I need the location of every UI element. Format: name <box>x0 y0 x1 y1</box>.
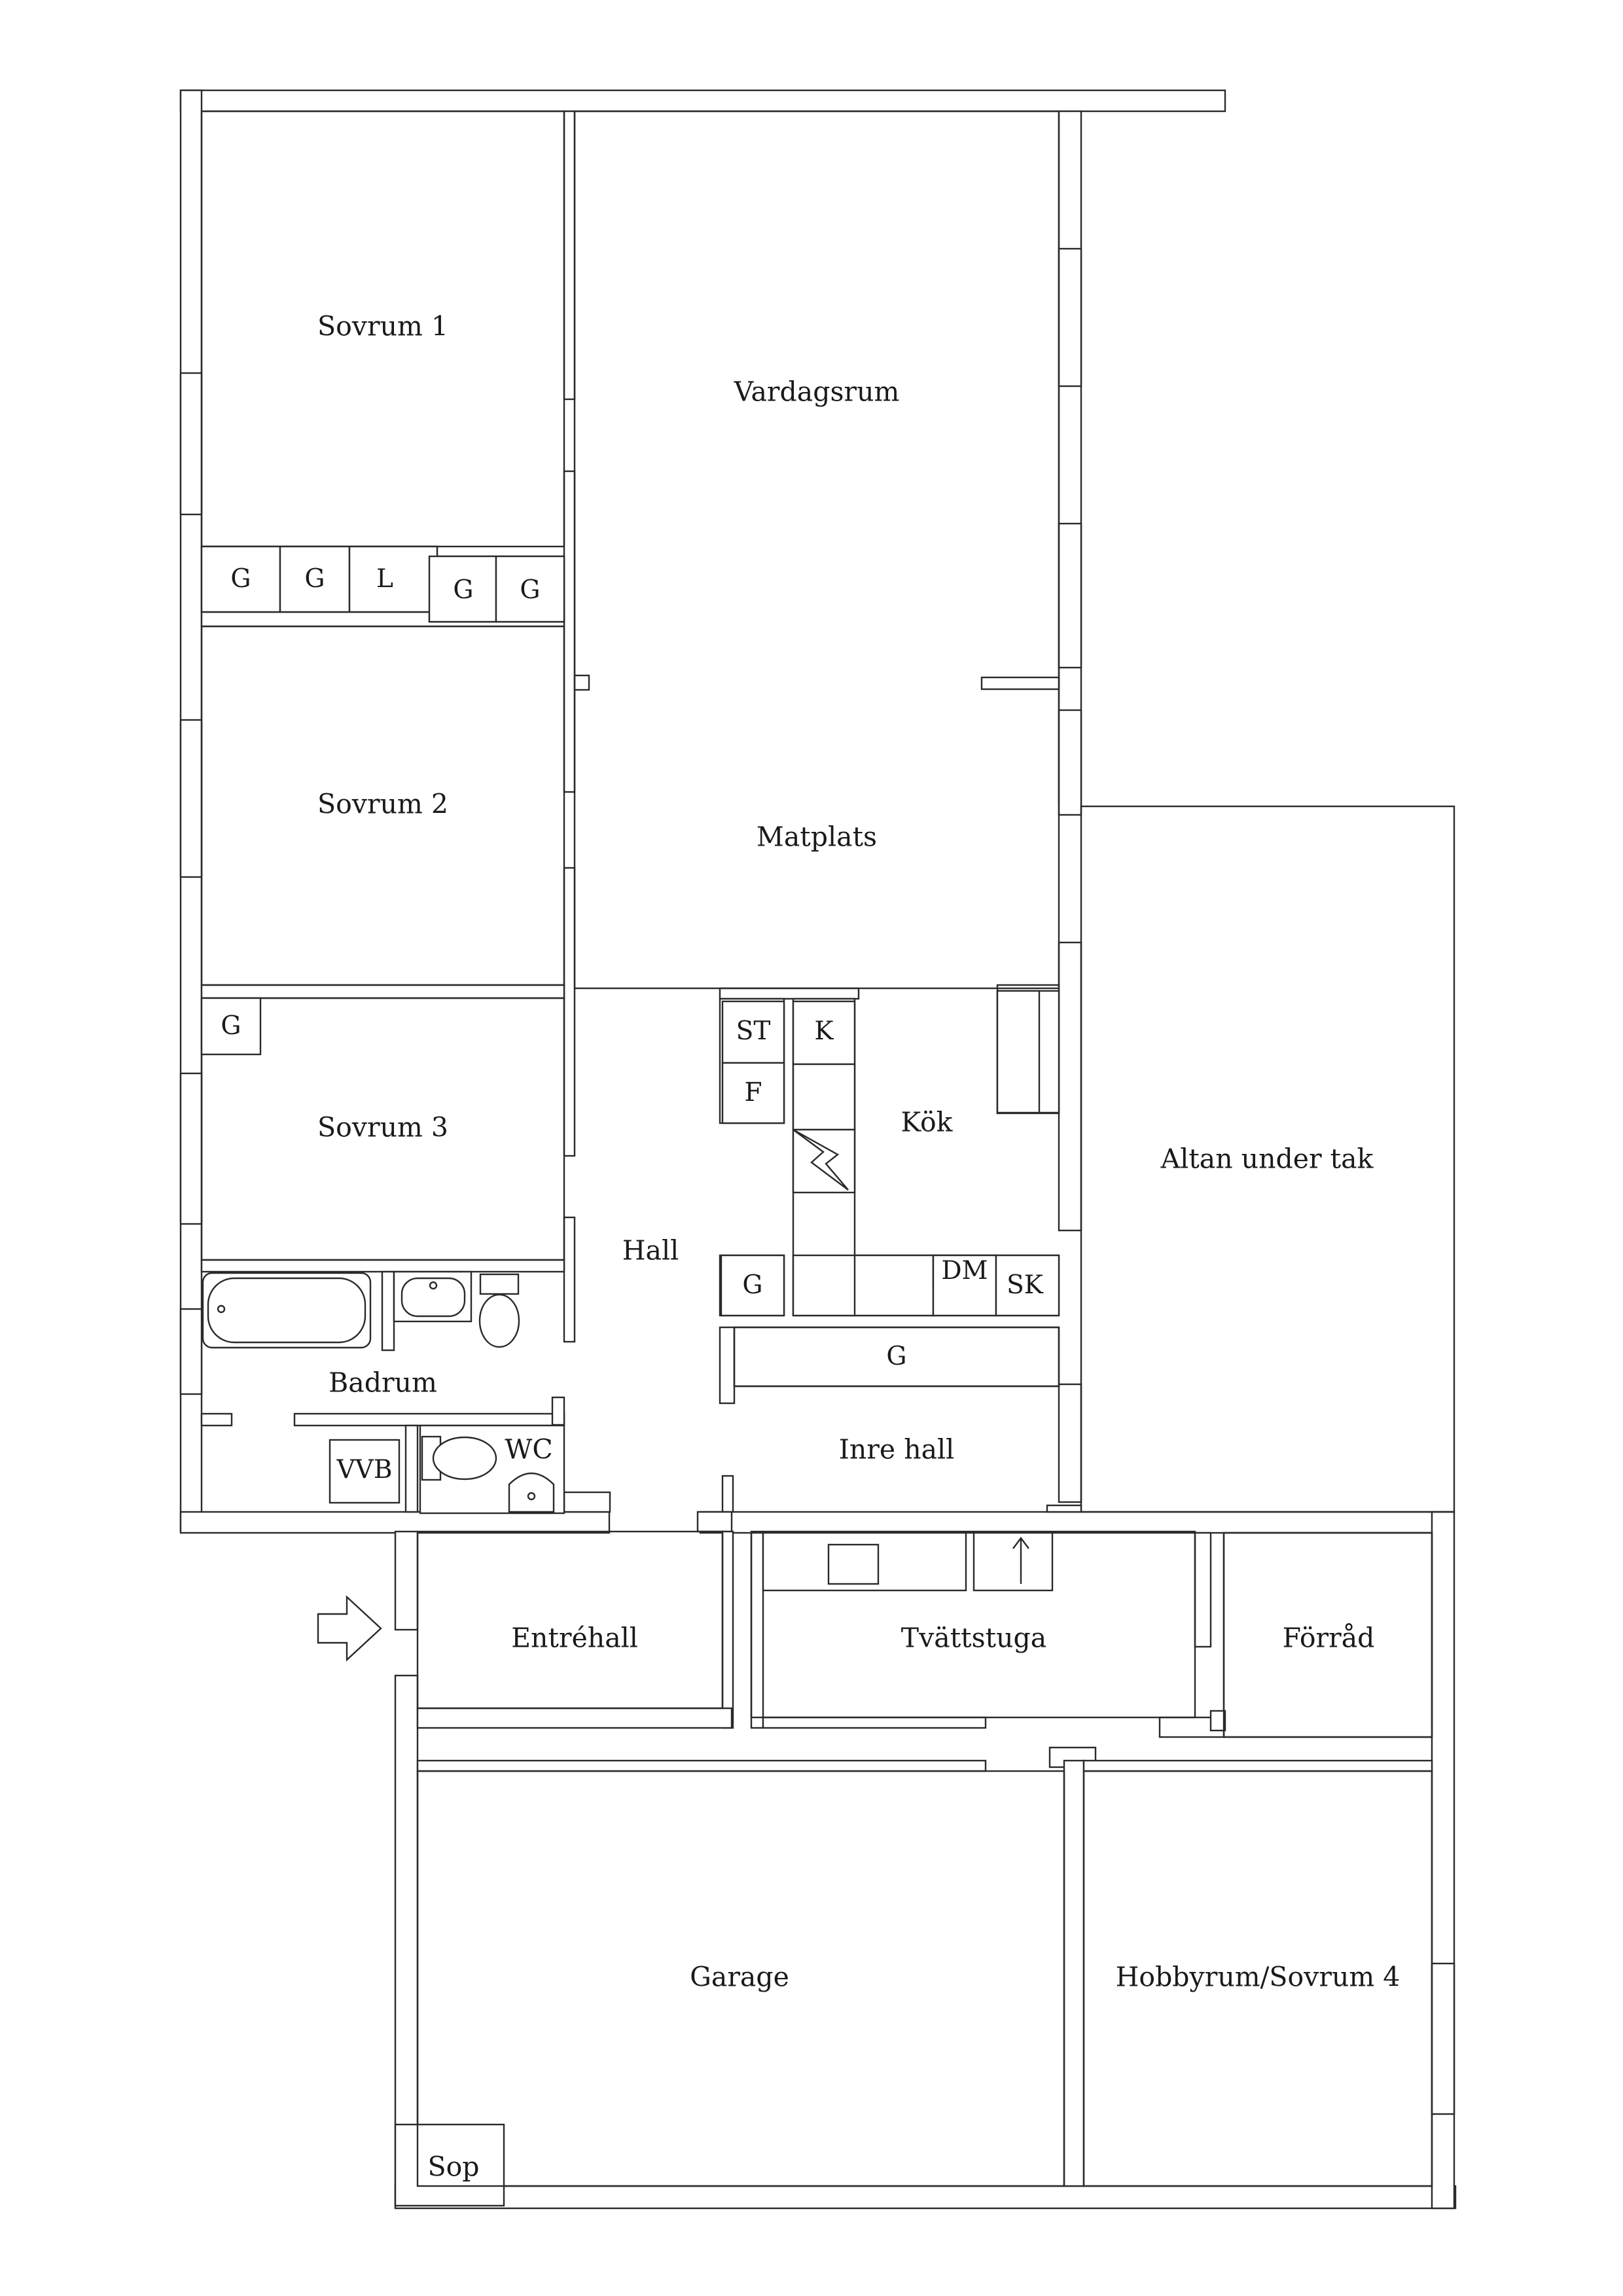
room-label-vardagsrum: Vardagsrum <box>734 376 900 408</box>
bath-fixtures <box>202 1270 565 1515</box>
closet-label-g2: G <box>304 564 325 594</box>
stove-lightning-icon <box>793 1128 849 1191</box>
closet-label-g5: G <box>221 1011 241 1041</box>
room-label-badrum: Badrum <box>329 1367 437 1399</box>
closet-row <box>200 545 565 1056</box>
closet-label-g4: G <box>520 575 540 605</box>
room-label-hall: Hall <box>622 1235 679 1266</box>
bathtub-icon <box>202 1272 372 1349</box>
label-vvb: VVB <box>336 1455 393 1484</box>
laundry-fixtures <box>762 1532 1054 1592</box>
kitchen-units <box>720 990 1060 1317</box>
room-label-matplats: Matplats <box>757 821 877 853</box>
kitchen-label-dm: DM <box>941 1256 988 1285</box>
sink-icon <box>393 1270 473 1323</box>
closet-label-g3: G <box>453 575 473 605</box>
closet-label-l1: L <box>376 564 393 594</box>
room-label-sop: Sop <box>427 2151 479 2183</box>
room-label-hobbyrum: Hobbyrum/Sovrum 4 <box>1116 1962 1400 1993</box>
room-label-sovrum1: Sovrum 1 <box>317 311 448 342</box>
room-outlines <box>200 110 1433 2187</box>
closet-label-g7: G <box>886 1342 906 1371</box>
room-label-kok: Kök <box>901 1107 953 1138</box>
kitchen-label-sk: SK <box>1007 1270 1044 1300</box>
room-label-sovrum2: Sovrum 2 <box>317 789 448 820</box>
kitchen-label-k: K <box>814 1016 834 1046</box>
room-label-tvattstuga: Tvättstuga <box>901 1623 1047 1654</box>
closet-label-g6: G <box>742 1270 762 1300</box>
room-label-forrad: Förråd <box>1283 1623 1375 1654</box>
kitchen-label-f: F <box>744 1078 762 1107</box>
room-label-sovrum3: Sovrum 3 <box>317 1112 448 1143</box>
closet-label-g1: G <box>230 564 251 594</box>
toilet-icon <box>479 1273 520 1295</box>
kitchen-label-st: ST <box>736 1016 771 1046</box>
room-label-inre-hall: Inre hall <box>839 1434 955 1465</box>
room-label-altan: Altan under tak <box>1160 1143 1374 1175</box>
room-label-wc: WC <box>505 1434 553 1465</box>
room-label-entrehall: Entréhall <box>511 1623 638 1654</box>
entrance-arrow-icon <box>317 1595 382 1662</box>
room-label-garage: Garage <box>690 1962 789 1993</box>
